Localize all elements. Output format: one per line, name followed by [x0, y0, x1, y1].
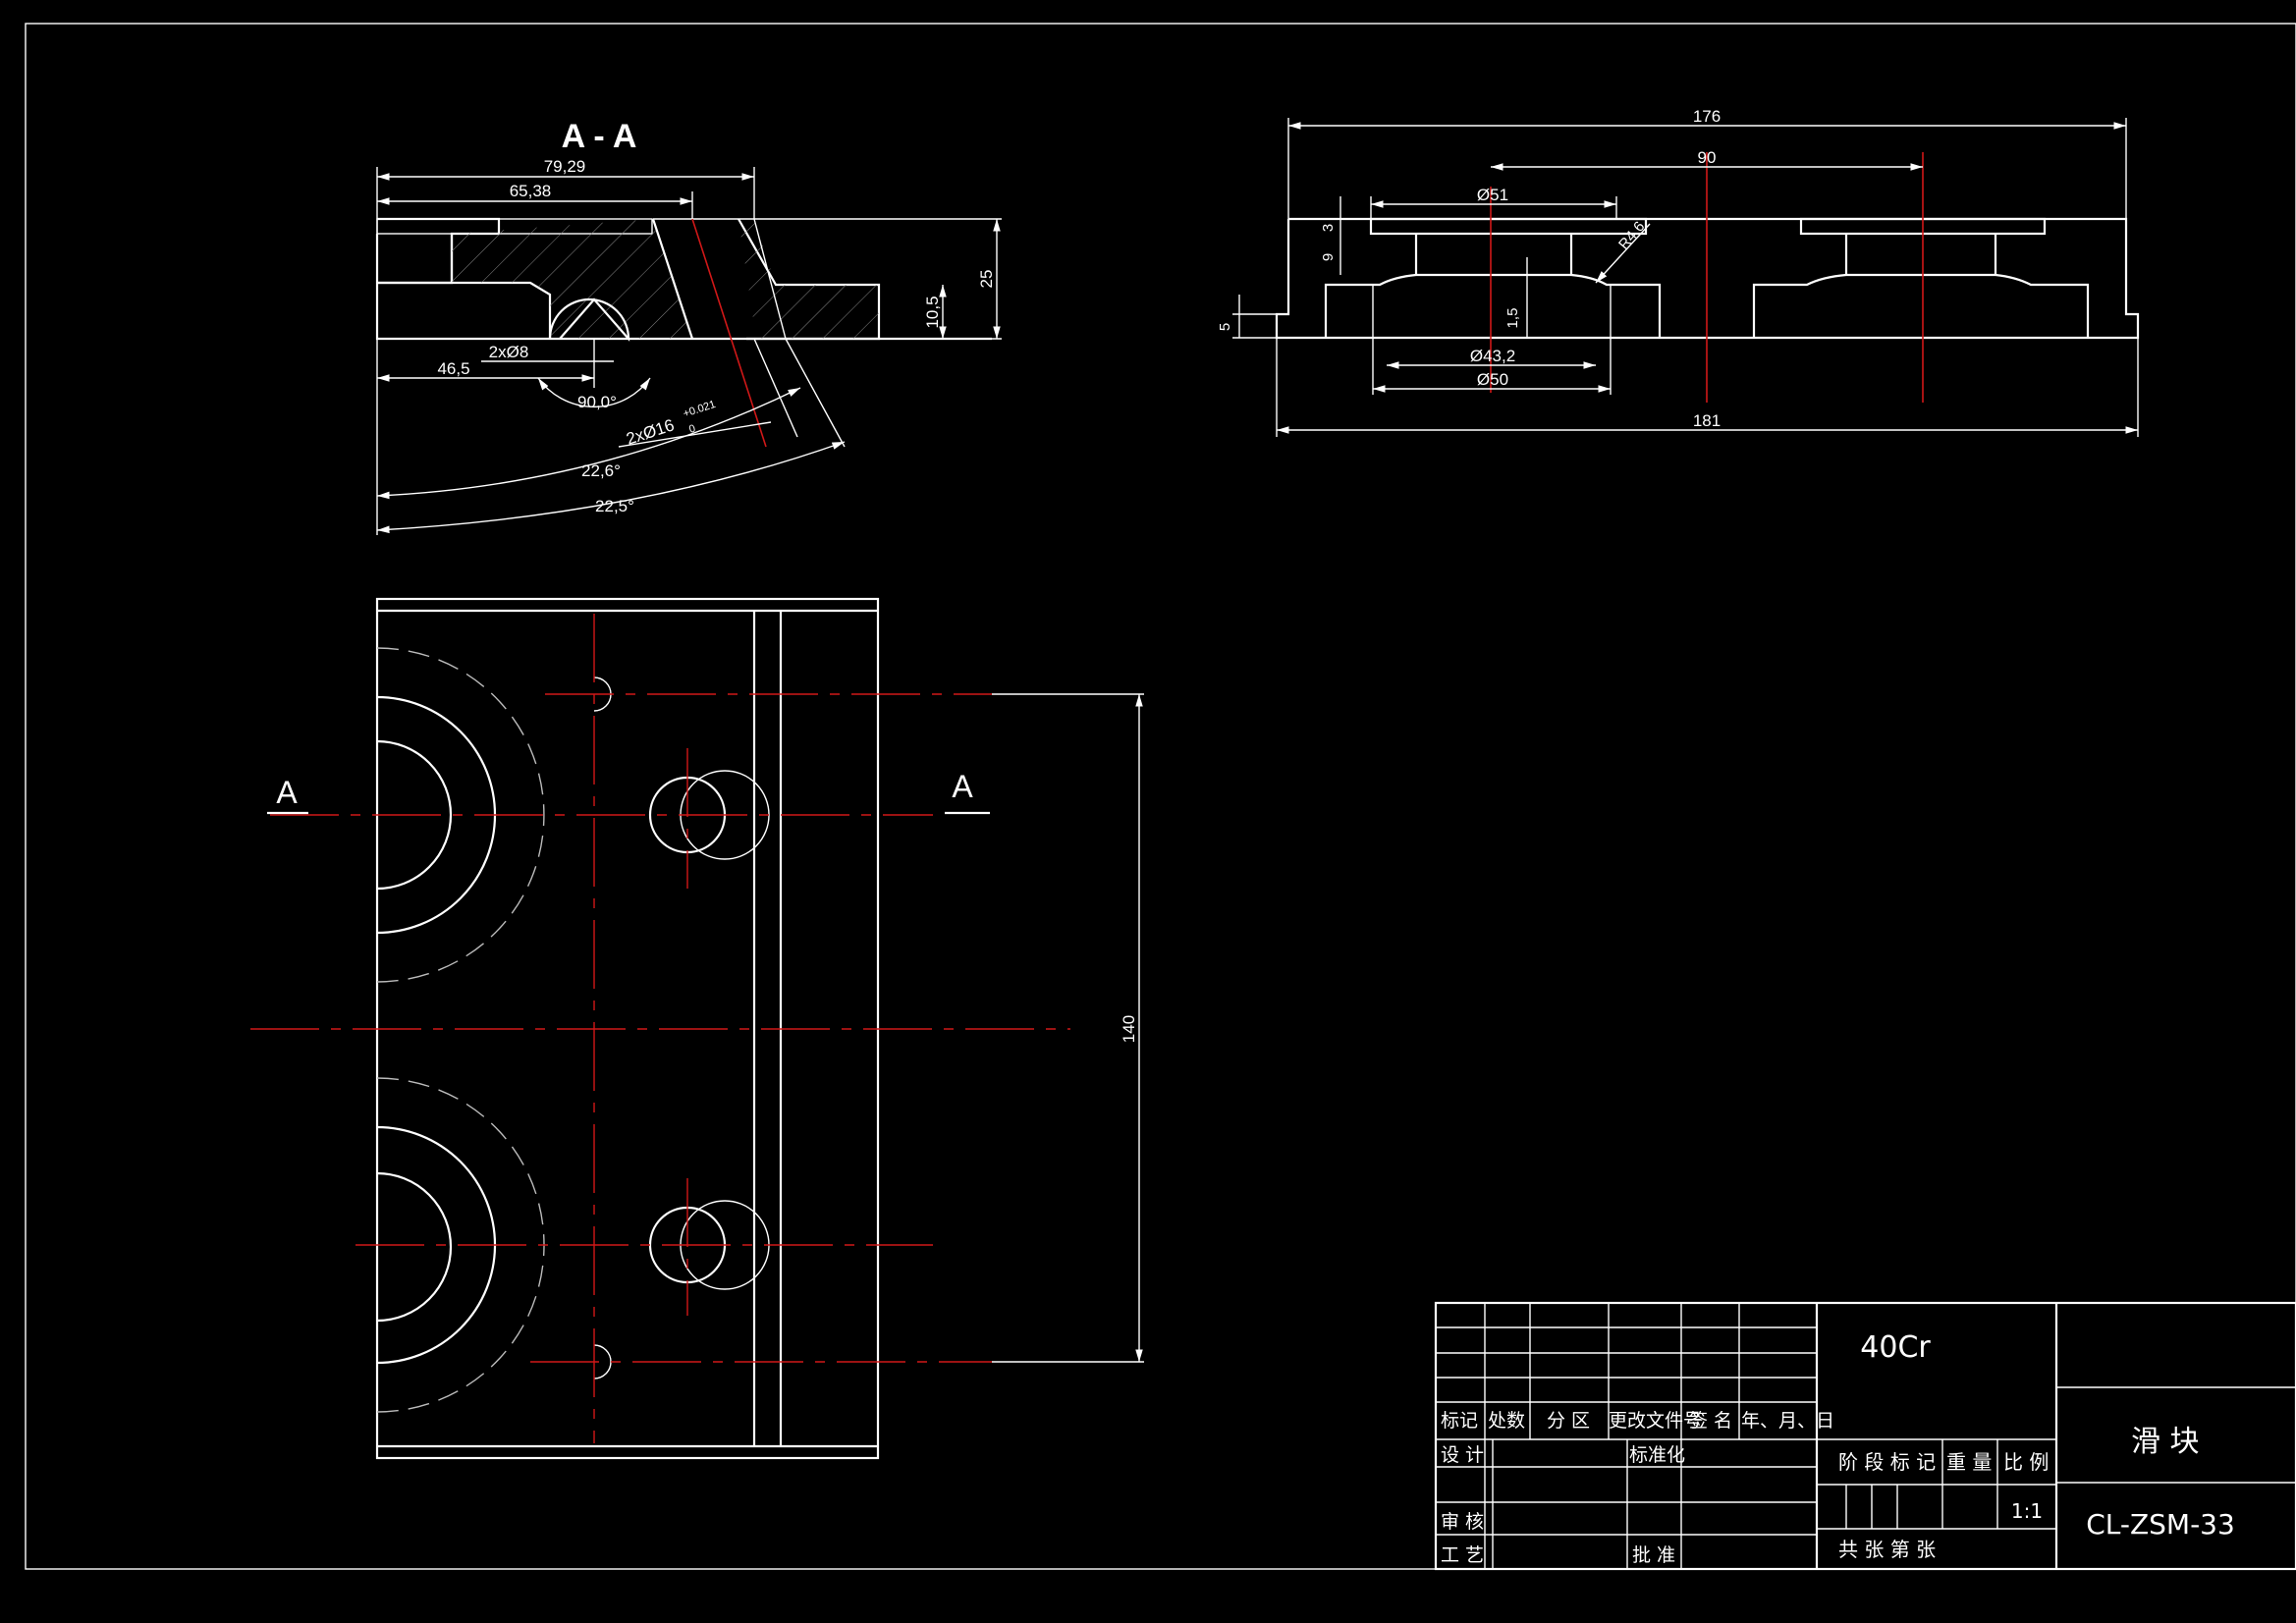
dim-90deg: 90,0° — [577, 393, 617, 411]
label-ratio: 比 例 — [2003, 1450, 2049, 1474]
label-standard: 标准化 — [1629, 1444, 1685, 1466]
dim-r4-6: R4,6 — [1615, 218, 1648, 252]
label-stage: 阶 段 标 记 — [1838, 1450, 1936, 1474]
section-view-a-a: A - A 79,29 65,38 25 10,5 46,5 2xØ8 — [375, 118, 1002, 535]
header-zone: 分 区 — [1547, 1410, 1590, 1432]
dim-5: 5 — [1217, 323, 1233, 331]
dim-3: 3 — [1320, 224, 1337, 232]
title-block: 40Cr 滑 块 CL-ZSM-33 1:1 标记 处数 分 区 更改文件号 签… — [1434, 1301, 2296, 1571]
header-sign: 签 名 — [1689, 1410, 1732, 1432]
dim-2x8: 2xØ8 — [489, 343, 529, 361]
header-doc: 更改文件号 — [1609, 1410, 1702, 1432]
dim-90: 90 — [1698, 148, 1717, 167]
dim-9: 9 — [1320, 253, 1337, 261]
scale-value: 1:1 — [2011, 1499, 2043, 1523]
label-review: 审 核 — [1441, 1511, 1484, 1533]
dim-2x16: 2xØ16 — [624, 415, 677, 449]
dim-140: 140 — [1120, 1015, 1138, 1043]
label-weight: 重 量 — [1946, 1450, 1992, 1474]
label-sheets: 共 张 第 张 — [1838, 1538, 1936, 1561]
label-design: 设 计 — [1441, 1444, 1484, 1466]
dim-22-6: 22,6° — [581, 461, 621, 480]
drawing-number: CL-ZSM-33 — [2086, 1508, 2235, 1541]
header-count: 处数 — [1488, 1410, 1525, 1432]
dim-25: 25 — [977, 270, 996, 289]
material: 40Cr — [1860, 1330, 1931, 1365]
dim-1-5: 1,5 — [1504, 308, 1521, 329]
dim-65: 65,38 — [510, 182, 552, 200]
dim-2x16-tol: +0.021 — [682, 399, 717, 420]
dim-176: 176 — [1693, 107, 1721, 126]
header-mark: 标记 — [1441, 1410, 1478, 1432]
plan-view: A A 140 — [250, 597, 1144, 1460]
section-mark-right: A — [952, 769, 973, 804]
dim-d43: Ø43,2 — [1470, 347, 1515, 365]
dim-79: 79,29 — [544, 157, 586, 176]
part-name: 滑 块 — [2131, 1425, 2200, 1459]
top-view: 176 90 Ø51 3 9 R4,6 1,5 5 Ø43,2 Ø50 181 — [1217, 107, 2140, 437]
section-title: A - A — [562, 118, 637, 155]
dim-46-5: 46,5 — [437, 359, 469, 378]
label-approve: 批 准 — [1632, 1544, 1675, 1566]
dim-22-5: 22,5° — [595, 497, 634, 515]
label-process: 工 艺 — [1441, 1544, 1484, 1566]
dim-d51: Ø51 — [1477, 186, 1508, 204]
sheet-border — [25, 23, 2296, 1570]
dim-d50: Ø50 — [1477, 370, 1508, 389]
dim-181: 181 — [1693, 411, 1721, 430]
section-mark-left: A — [276, 775, 298, 810]
dim-10-5: 10,5 — [923, 296, 942, 328]
header-date: 年、月、日 — [1741, 1410, 1834, 1432]
